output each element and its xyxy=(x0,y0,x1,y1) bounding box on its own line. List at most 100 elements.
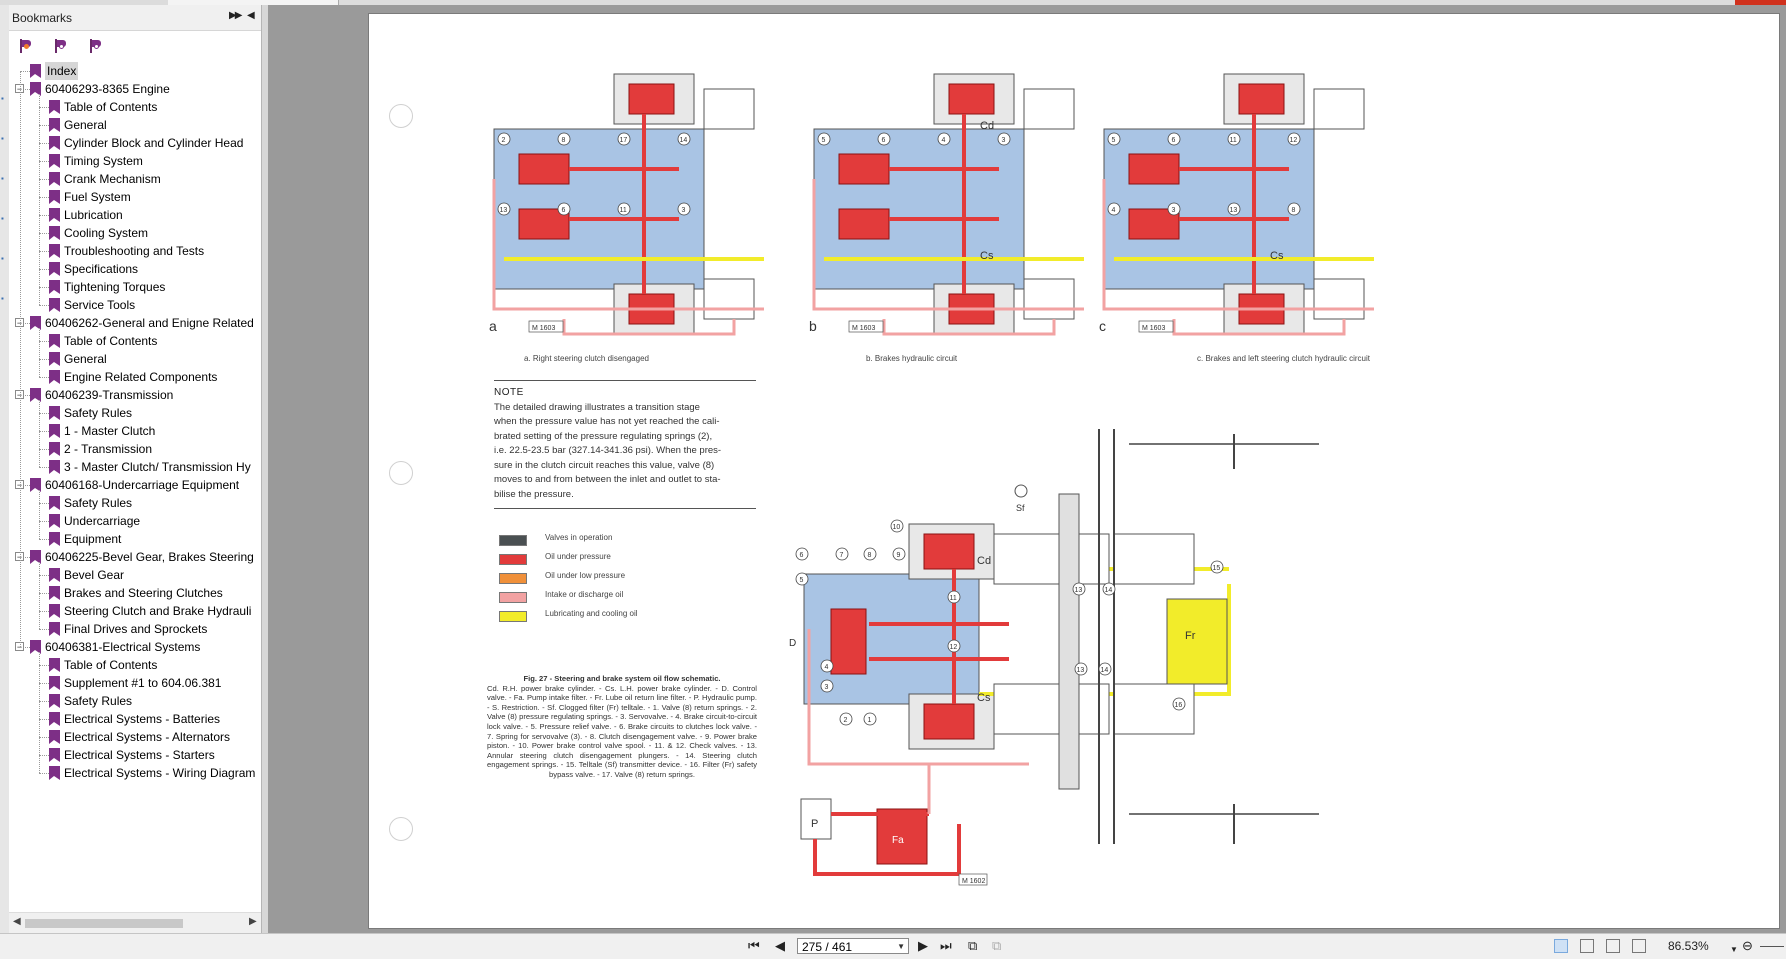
continuous-facing-view-icon[interactable] xyxy=(1632,939,1646,953)
bookmark-item[interactable]: Specifications xyxy=(9,260,261,278)
rail-tool-icon[interactable]: ▪ xyxy=(1,294,4,303)
bookmark-item[interactable]: Timing System xyxy=(9,152,261,170)
bookmark-item[interactable]: 3 - Master Clutch/ Transmission Hy xyxy=(9,458,261,476)
bookmark-item[interactable]: Safety Rules xyxy=(9,692,261,710)
bookmark-item[interactable]: Brakes and Steering Clutches xyxy=(9,584,261,602)
bookmark-item[interactable]: Table of Contents xyxy=(9,656,261,674)
close-window-button[interactable] xyxy=(1735,0,1786,5)
next-view-icon[interactable]: ⧉ xyxy=(992,938,1002,953)
bookmark-icon xyxy=(49,694,60,708)
callout-number: 7 xyxy=(840,552,844,559)
tree-connector xyxy=(39,143,49,144)
previous-view-icon[interactable]: ⧉ xyxy=(968,938,978,953)
zoom-out-icon[interactable]: ⊖ xyxy=(1742,938,1753,953)
bookmark-section[interactable]: −60406168-Undercarriage Equipment xyxy=(9,476,261,494)
bookmark-section[interactable]: −60406239-Transmission xyxy=(9,386,261,404)
collapse-toggle-icon[interactable]: − xyxy=(15,642,24,652)
bookmark-item[interactable]: Supplement #1 to 604.06.381 xyxy=(9,674,261,692)
bookmark-item[interactable]: Equipment xyxy=(9,530,261,548)
bookmark-options-icon[interactable] xyxy=(88,39,102,53)
facing-view-icon[interactable] xyxy=(1606,939,1620,953)
bookmark-item[interactable]: Cooling System xyxy=(9,224,261,242)
bookmark-label: Fuel System xyxy=(64,190,131,204)
bookmark-item[interactable]: Final Drives and Sprockets xyxy=(9,620,261,638)
zoom-level[interactable]: 86.53% xyxy=(1668,939,1709,953)
collapse-toggle-icon[interactable]: − xyxy=(15,84,24,94)
bookmark-item[interactable]: General xyxy=(9,116,261,134)
caption-a: a. Right steering clutch disengaged xyxy=(524,354,649,363)
bookmark-item[interactable]: Electrical Systems - Alternators xyxy=(9,728,261,746)
collapse-toggle-icon[interactable]: − xyxy=(15,552,24,562)
bookmark-item[interactable]: Steering Clutch and Brake Hydrauli xyxy=(9,602,261,620)
tree-connector xyxy=(25,485,30,486)
rail-tool-icon[interactable]: ▪ xyxy=(1,214,4,223)
tree-connector xyxy=(39,400,40,467)
bookmark-icon xyxy=(49,154,60,168)
bookmark-item[interactable]: Crank Mechanism xyxy=(9,170,261,188)
bookmark-section[interactable]: Index xyxy=(9,62,261,80)
bookmark-item[interactable]: General xyxy=(9,350,261,368)
bookmark-label: General xyxy=(64,352,107,366)
scroll-right-icon[interactable]: ▶ xyxy=(249,916,257,927)
bookmark-item[interactable]: Tightening Torques xyxy=(9,278,261,296)
zoom-slider[interactable] xyxy=(1760,946,1784,947)
legend-entry: Oil under pressure xyxy=(499,551,739,570)
bookmark-item[interactable]: 2 - Transmission xyxy=(9,440,261,458)
bookmark-section[interactable]: −60406262-General and Enigne Related xyxy=(9,314,261,332)
bookmark-section[interactable]: −60406293-8365 Engine xyxy=(9,80,261,98)
bookmark-item[interactable]: Fuel System xyxy=(9,188,261,206)
bookmark-item[interactable]: Electrical Systems - Starters xyxy=(9,746,261,764)
bookmark-item[interactable]: Cylinder Block and Cylinder Head xyxy=(9,134,261,152)
collapse-toggle-icon[interactable]: − xyxy=(15,318,24,328)
tree-connector xyxy=(39,629,49,630)
bookmark-label: Table of Contents xyxy=(64,100,158,114)
main-piston xyxy=(923,533,975,570)
scroll-thumb[interactable] xyxy=(25,919,183,928)
bookmark-item[interactable]: Engine Related Components xyxy=(9,368,261,386)
collapse-toggle-icon[interactable]: − xyxy=(15,480,24,490)
bookmark-item[interactable]: Undercarriage xyxy=(9,512,261,530)
expand-bookmark-icon[interactable] xyxy=(53,39,67,53)
rail-tool-icon[interactable]: ▪ xyxy=(1,134,4,143)
previous-page-icon[interactable]: ◀ xyxy=(775,938,785,953)
chevron-down-icon[interactable]: ▼ xyxy=(897,942,905,951)
rail-tool-icon[interactable]: ▪ xyxy=(1,174,4,183)
bookmark-icon xyxy=(30,64,41,78)
bookmark-item[interactable]: Table of Contents xyxy=(9,332,261,350)
legend-swatch xyxy=(499,611,527,622)
bookmark-item[interactable]: Service Tools xyxy=(9,296,261,314)
new-bookmark-icon[interactable] xyxy=(18,39,32,53)
callout-circle xyxy=(1172,697,1186,711)
continuous-view-icon[interactable] xyxy=(1580,939,1594,953)
bookmark-item[interactable]: Safety Rules xyxy=(9,404,261,422)
next-page-icon[interactable]: ▶ xyxy=(918,938,928,953)
bookmark-item[interactable]: Electrical Systems - Batteries xyxy=(9,710,261,728)
scroll-left-icon[interactable]: ◀ xyxy=(13,916,21,927)
last-page-icon[interactable]: ⏭ xyxy=(940,938,952,953)
collapse-toggle-icon[interactable]: − xyxy=(15,390,24,400)
rail-tool-icon[interactable]: ▪ xyxy=(1,94,4,103)
panel-expand-icon[interactable]: ▶▶ xyxy=(229,10,242,21)
document-tab[interactable] xyxy=(168,0,339,5)
panel-collapse-icon[interactable]: ◀ xyxy=(247,10,255,21)
bookmark-section[interactable]: −60406381-Electrical Systems xyxy=(9,638,261,656)
zoom-dropdown-icon[interactable]: ▼ xyxy=(1730,945,1738,954)
bookmark-item[interactable]: 1 - Master Clutch xyxy=(9,422,261,440)
bookmark-item[interactable]: Troubleshooting and Tests xyxy=(9,242,261,260)
callout-number: 6 xyxy=(562,207,566,214)
bookmark-icon xyxy=(49,280,60,294)
bookmark-item[interactable]: Electrical Systems - Wiring Diagram xyxy=(9,764,261,782)
rail-tool-icon[interactable]: ▪ xyxy=(1,254,4,263)
note-line: The detailed drawing illustrates a trans… xyxy=(494,401,700,413)
page-number-input[interactable]: 275 / 461 ▼ xyxy=(797,938,909,954)
bookmark-item[interactable]: Bevel Gear xyxy=(9,566,261,584)
bookmark-section[interactable]: −60406225-Bevel Gear, Brakes Steering xyxy=(9,548,261,566)
bookmarks-horizontal-scrollbar[interactable]: ◀ ▶ xyxy=(9,912,261,933)
bookmark-item[interactable]: Table of Contents xyxy=(9,98,261,116)
bookmark-item[interactable]: Safety Rules xyxy=(9,494,261,512)
first-page-icon[interactable]: ⏮ xyxy=(748,938,760,953)
bookmark-item[interactable]: Lubrication xyxy=(9,206,261,224)
panel-splitter[interactable] xyxy=(262,5,268,933)
bookmark-icon xyxy=(49,208,60,222)
single-page-view-icon[interactable] xyxy=(1554,939,1568,953)
